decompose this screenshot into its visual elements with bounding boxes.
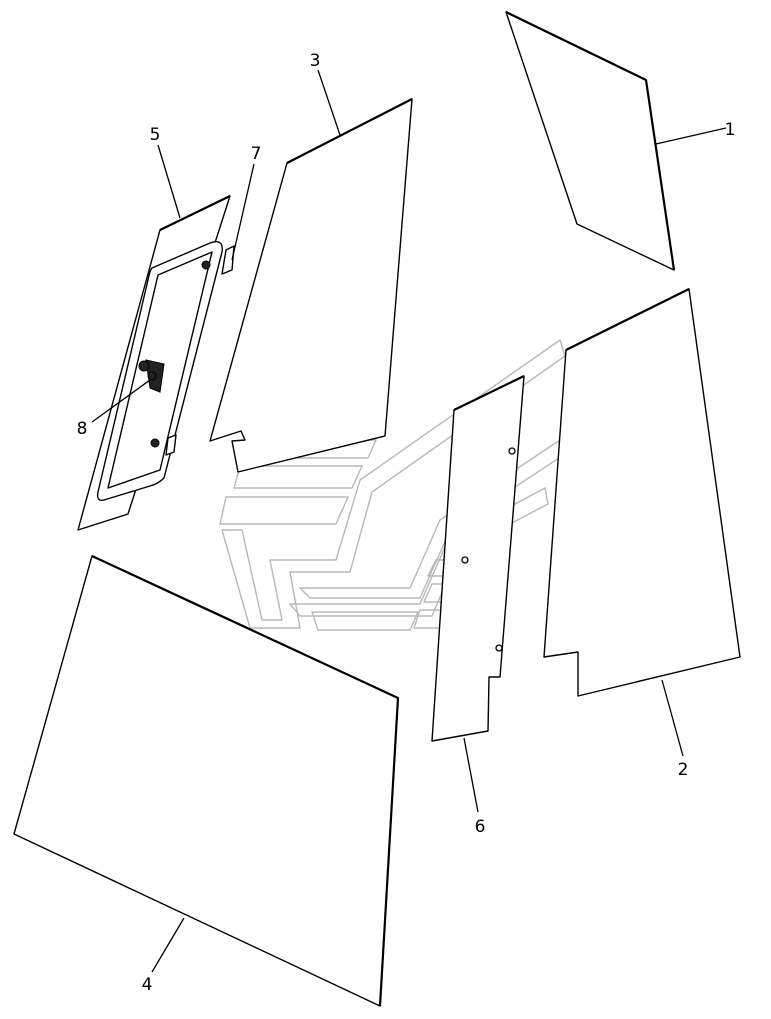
leader-5 [157, 144, 181, 219]
callout-4: 4 [142, 975, 153, 995]
leader-3 [317, 69, 341, 136]
part-1-glass-panel [505, 11, 676, 271]
part-3-glass-panel [209, 98, 413, 473]
callout-1: 1 [725, 120, 736, 140]
part-4-glass-panel [13, 555, 400, 1007]
callout-2: 2 [678, 760, 689, 780]
callout-3: 3 [310, 51, 321, 71]
door-hinge-bottom-icon [150, 438, 160, 448]
leader-7 [231, 163, 255, 261]
leader-6 [463, 737, 479, 813]
door-hinge-top-icon [201, 260, 211, 270]
part-2-glass-panel [543, 288, 741, 697]
callout-6: 6 [475, 817, 486, 837]
callout-5: 5 [150, 125, 161, 145]
part-7-hinge-strip [165, 245, 235, 456]
callout-7: 7 [251, 144, 262, 164]
leader-2 [661, 679, 684, 757]
callout-8: 8 [77, 419, 88, 439]
part-8-door-latch [138, 359, 165, 393]
leader-4 [151, 917, 185, 973]
leader-lines [91, 69, 727, 973]
part-6-glass-strip [431, 375, 525, 742]
callout-labels: 1 2 3 4 5 6 7 8 [77, 51, 736, 995]
leader-1 [655, 127, 727, 145]
leader-8 [91, 379, 151, 423]
